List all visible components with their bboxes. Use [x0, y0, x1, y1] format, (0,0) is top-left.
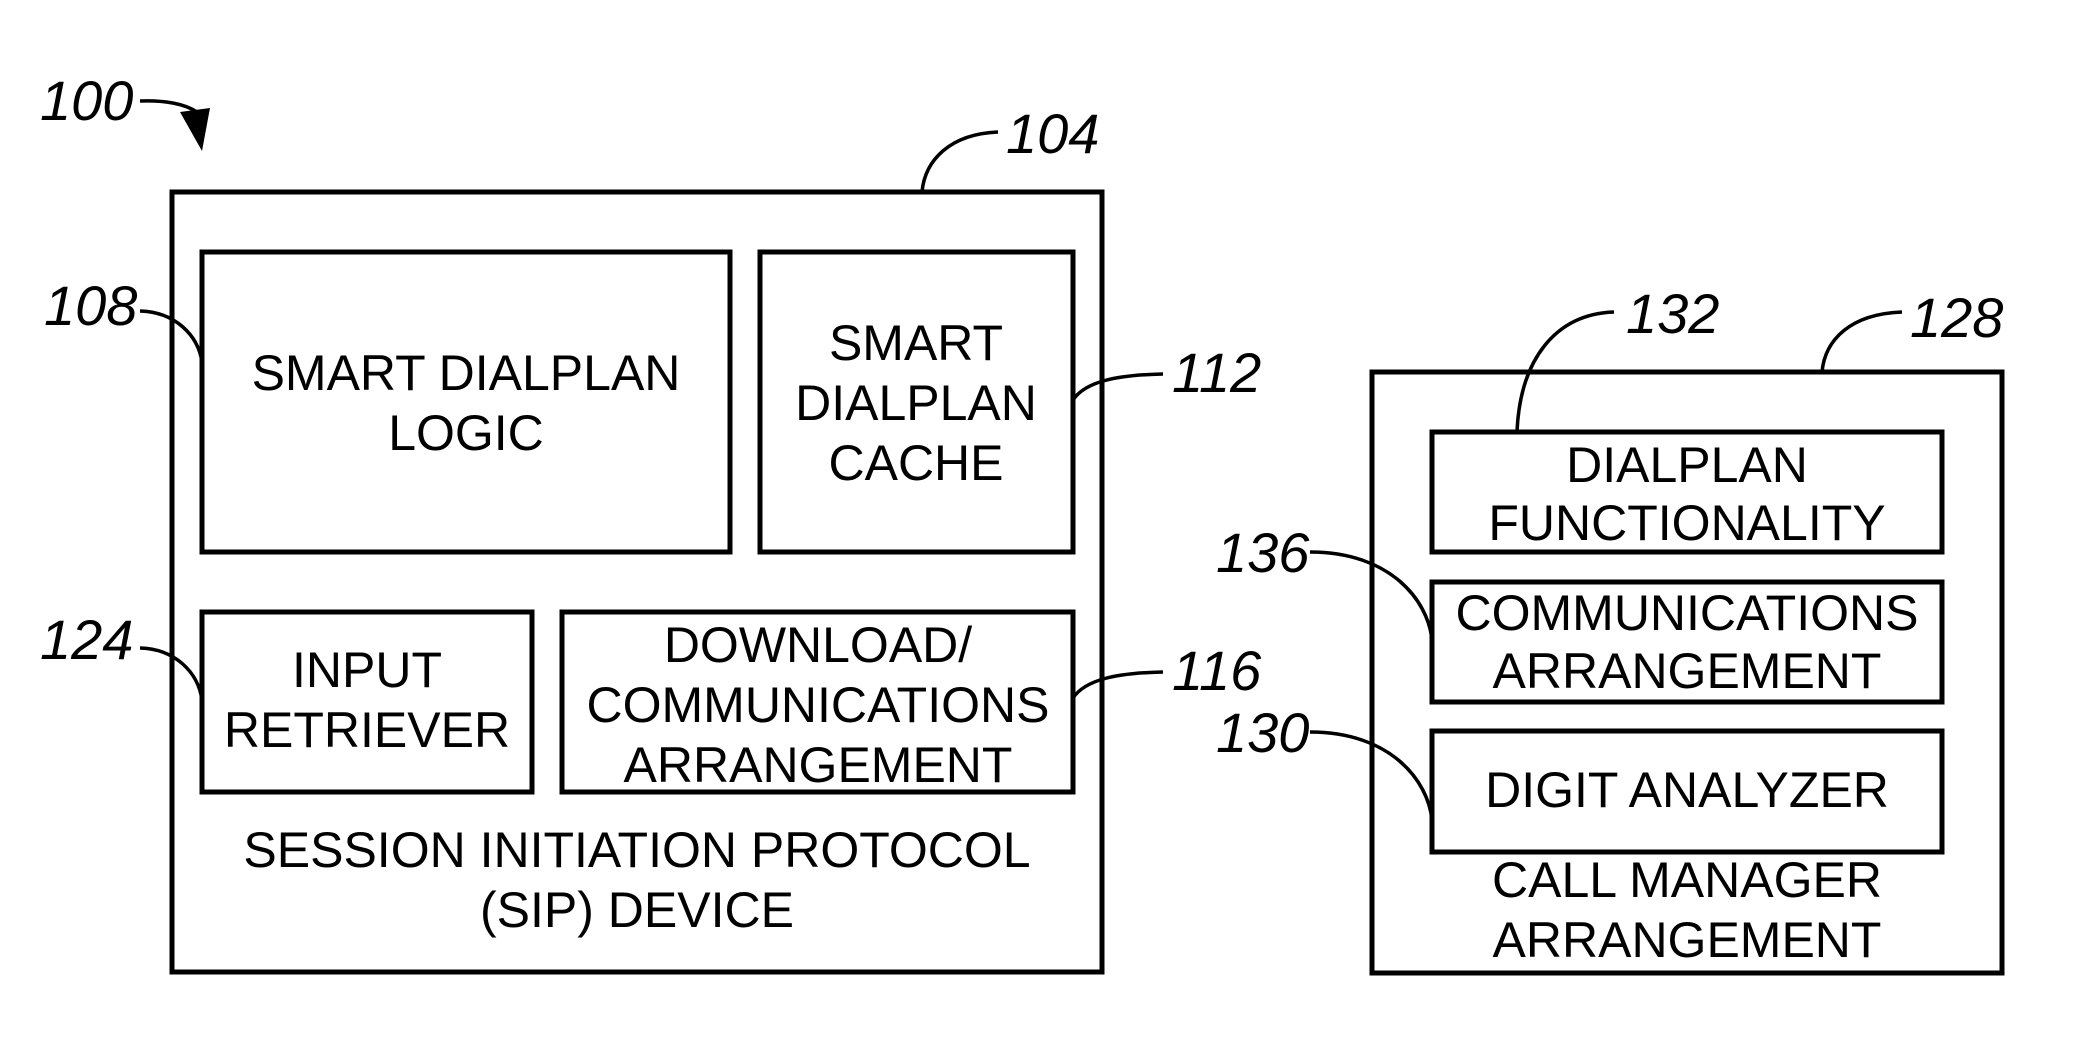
leader-130: [1309, 730, 1434, 821]
box-text-line: FUNCTIONALITY: [1488, 495, 1885, 551]
leader-104: [920, 130, 999, 193]
call-manager-title-line: ARRANGEMENT: [1493, 912, 1882, 968]
box-text-line: INPUT: [292, 642, 442, 698]
dialplan-functionality-box: [1429, 429, 1945, 555]
communications-arrangement: COMMUNICATIONS ARRANGEMENT: [1429, 579, 1945, 705]
box-text-line: RETRIEVER: [224, 702, 510, 758]
digit-analyzer: DIGIT ANALYZER: [1429, 728, 1945, 855]
leader-132: [1515, 310, 1615, 433]
ref-label-132: 132: [1626, 282, 1719, 345]
ref-label-108: 108: [44, 274, 137, 337]
ref-label-124: 124: [40, 608, 133, 671]
leader-124: [139, 646, 204, 701]
box-text-line: ARRANGEMENT: [1493, 643, 1882, 699]
ref-label-116: 116: [1172, 639, 1262, 702]
arrow-head-icon: [180, 108, 210, 151]
box-text-line: SMART DIALPLAN: [252, 345, 681, 401]
ref-label-128: 128: [1910, 286, 2003, 349]
ref-label-136: 136: [1216, 521, 1310, 584]
dialplan-functionality: DIALPLAN FUNCTIONALITY: [1429, 429, 1945, 555]
box-text-line: SMART: [829, 315, 1003, 371]
smart-dialplan-cache: SMART DIALPLAN CACHE: [757, 249, 1076, 555]
leader-112: [1071, 372, 1164, 402]
input-retriever: INPUT RETRIEVER: [199, 609, 535, 795]
call-manager-box: [1369, 369, 2005, 976]
download-communications-arrangement: DOWNLOAD/ COMMUNICATIONS ARRANGEMENT: [559, 609, 1076, 795]
sip-device-title-line: (SIP) DEVICE: [480, 882, 794, 938]
input-retriever-box: [199, 609, 535, 795]
sip-device: 104 SMART DIALPLAN LOGIC 108 SMART DIALP…: [40, 102, 1262, 975]
box-text-line: LOGIC: [388, 405, 544, 461]
communications-arrangement-box: [1429, 579, 1945, 705]
download-communications-box: [559, 609, 1076, 795]
box-text-line: COMMUNICATIONS: [587, 677, 1050, 733]
ref-label-130: 130: [1216, 701, 1309, 764]
ref-label-112: 112: [1172, 341, 1261, 404]
leader-116: [1071, 670, 1164, 700]
call-manager-title-line: CALL MANAGER: [1492, 852, 1882, 908]
box-text-line: DOWNLOAD/: [664, 617, 972, 673]
box-text-line: DIALPLAN: [1566, 437, 1808, 493]
ref-arrow-100-stem: [139, 99, 198, 114]
ref-label-100: 100: [40, 69, 133, 132]
leader-128: [1820, 310, 1903, 373]
box-text-line: COMMUNICATIONS: [1456, 585, 1919, 641]
digit-analyzer-box: [1429, 728, 1945, 855]
smart-dialplan-cache-box: [757, 249, 1076, 555]
box-text-line: CACHE: [828, 435, 1003, 491]
sip-device-title-line: SESSION INITIATION PROTOCOL: [243, 822, 1030, 878]
smart-dialplan-logic-box: [199, 249, 733, 555]
leader-136: [1309, 550, 1434, 641]
ref-label-104: 104: [1006, 102, 1099, 165]
box-text-line: ARRANGEMENT: [624, 737, 1013, 793]
call-manager-arrangement: 128 DIALPLAN FUNCTIONALITY 132 COMMUNICA…: [1216, 282, 2005, 976]
leader-108: [139, 309, 204, 363]
box-text-line: DIGIT ANALYZER: [1485, 762, 1889, 818]
box-text-line: DIALPLAN: [795, 375, 1037, 431]
smart-dialplan-logic: SMART DIALPLAN LOGIC: [199, 249, 733, 555]
sip-device-box: [169, 189, 1105, 975]
